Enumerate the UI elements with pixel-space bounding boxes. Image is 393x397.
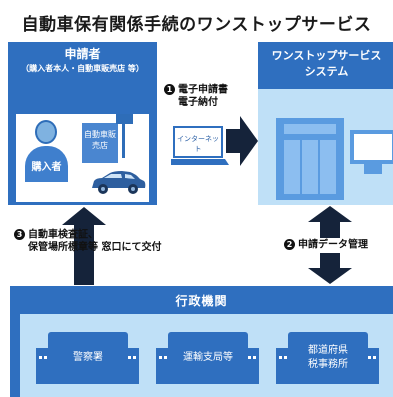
office-tax: 都道府県 税事務所 [276, 326, 379, 384]
one-stop-system-panel: ワンストップサービス システム [258, 42, 393, 205]
dealer-building-icon: 自動車販売店 [82, 123, 118, 163]
step3-line1: 自動車検査証、 [28, 229, 98, 241]
applicant-illustration: 購入者 自動車販売店 [16, 114, 149, 202]
step1-line1: 電子申請書 [178, 84, 228, 96]
office-label-police: 警察署 [73, 352, 103, 363]
internet-label: インターネット [177, 135, 219, 153]
step3-number: 3 [14, 229, 25, 240]
office-label-tax: 都道府県 税事務所 [308, 345, 348, 370]
buyer-label: 購入者 [31, 162, 62, 173]
office-police: 警察署 [36, 326, 139, 384]
step1-line2: 電子納付 [178, 96, 218, 108]
applicant-title: 申請者 [64, 47, 101, 61]
applicant-panel: 申請者 （購入者本人・自動車販売店 等） 購入者 自動車販売店 [8, 42, 157, 205]
arrow-up-icon [62, 207, 106, 285]
step2-number: 2 [284, 239, 295, 250]
arrow-right-icon [226, 116, 258, 166]
server-icon [276, 118, 344, 200]
government-title: 行政機関 [175, 294, 228, 308]
monitor-icon [350, 130, 393, 164]
step3-line2: 保管場所標章等 窓口にて交付 [28, 241, 162, 253]
step1-number: 1 [164, 84, 175, 95]
dealer-signpost-icon [122, 118, 125, 158]
system-title-line2: システム [304, 65, 349, 78]
buyer-icon: 購入者 [25, 120, 68, 182]
diagram-title: 自動車保有関係手続のワンストップサービス [21, 15, 372, 35]
laptop-icon: インターネット [169, 125, 231, 167]
step2-text: 申請データ管理 [298, 239, 368, 251]
applicant-subtitle: （購入者本人・自動車販売店 等） [21, 64, 144, 73]
system-title-line1: ワンストップサービス [271, 49, 382, 62]
car-icon [92, 171, 146, 194]
office-transport: 運輸支局等 [156, 326, 259, 384]
monitor-stand-icon [364, 164, 382, 174]
office-label-transport: 運輸支局等 [183, 352, 233, 363]
dealer-label: 自動車販売店 [84, 130, 116, 150]
government-panel: 行政機関 警察署 運輸支局等 都道府県 税事務所 [10, 286, 393, 397]
